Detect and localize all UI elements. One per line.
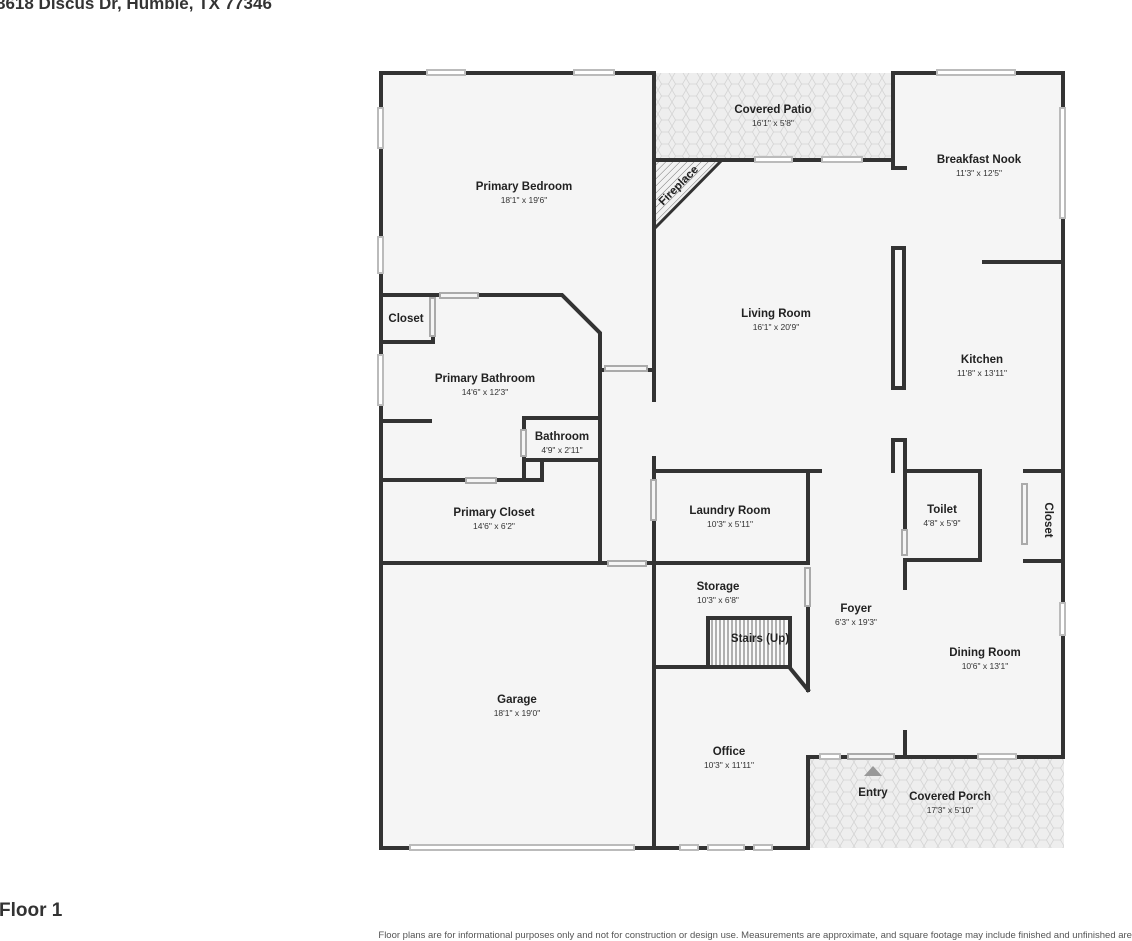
garage-name: Garage — [497, 694, 537, 706]
floor-label: Floor 1 — [0, 900, 63, 921]
storage-name: Storage — [697, 581, 740, 593]
foyer-dims: 6'3" x 19'3" — [835, 617, 877, 627]
covered-patio-dims: 16'1" x 5'8" — [752, 118, 794, 128]
disclaimer-text: Floor plans are for informational purpos… — [378, 930, 1132, 941]
living-room-dims: 16'1" x 20'9" — [753, 322, 800, 332]
breakfast-nook-name: Breakfast Nook — [937, 154, 1022, 166]
stairs-name: Stairs (Up) — [731, 633, 789, 645]
laundry-room-dims: 10'3" x 5'11" — [707, 519, 753, 529]
primary-bathroom-dims: 14'6" x 12'3" — [462, 387, 509, 397]
dining-room-name: Dining Room — [949, 647, 1021, 659]
windows — [377, 69, 1066, 851]
storage-dims: 10'3" x 6'8" — [697, 595, 739, 605]
laundry-room-name: Laundry Room — [689, 505, 770, 517]
entry-label: Entry — [858, 787, 888, 799]
primary-bedroom-dims: 18'1" x 19'6" — [501, 195, 548, 205]
covered-porch-dims: 17'3" x 5'10" — [927, 805, 974, 815]
primary-bedroom-name: Primary Bedroom — [476, 181, 573, 193]
toilet-dims: 4'8" x 5'9" — [923, 518, 960, 528]
toilet-name: Toilet — [927, 504, 957, 516]
kitchen-name: Kitchen — [961, 354, 1003, 366]
garage-dims: 18'1" x 19'0" — [494, 708, 541, 718]
closet-right-name: Closet — [1042, 502, 1054, 537]
bathroom-name: Bathroom — [535, 431, 589, 443]
office-dims: 10'3" x 11'11" — [704, 760, 754, 770]
address-title: 8618 Discus Dr, Humble, TX 77346 — [0, 0, 272, 13]
primary-bathroom-name: Primary Bathroom — [435, 373, 535, 385]
breakfast-nook-dims: 11'3" x 12'5" — [956, 168, 1002, 178]
entry-arrow-icon — [864, 766, 882, 776]
covered-porch-area — [808, 757, 1064, 848]
bathroom-dims: 4'9" x 2'11" — [541, 445, 582, 455]
door-openings — [429, 292, 1028, 760]
primary-closet-dims: 14'6" x 6'2" — [473, 521, 515, 531]
office-name: Office — [713, 746, 746, 758]
covered-porch-name: Covered Porch — [909, 791, 991, 803]
primary-closet-name: Primary Closet — [453, 507, 534, 519]
closet-upper-name: Closet — [388, 313, 423, 325]
foyer-name: Foyer — [840, 603, 872, 615]
covered-patio-name: Covered Patio — [734, 104, 811, 116]
kitchen-dims: 11'8" x 13'11" — [957, 368, 1007, 378]
covered-patio-area — [654, 73, 893, 160]
dining-room-dims: 10'6" x 13'1" — [962, 661, 1009, 671]
room-labels: Covered Patio 16'1" x 5'8" Breakfast Noo… — [388, 104, 1054, 815]
living-room-name: Living Room — [741, 308, 811, 320]
